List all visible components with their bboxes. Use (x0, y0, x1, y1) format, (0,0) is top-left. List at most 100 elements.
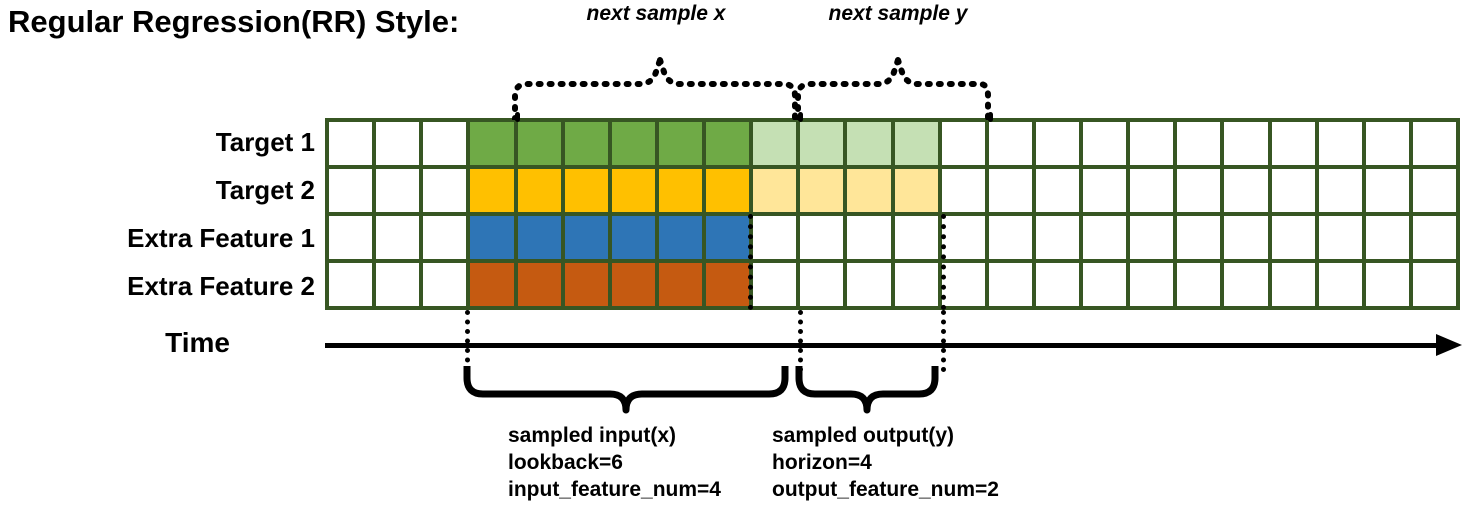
row-label-extra-feature-2: Extra Feature 2 (127, 271, 315, 301)
grid-cell-r1-c13-output (894, 122, 938, 165)
grid-cell-r3-c3-empty (423, 216, 467, 259)
grid-cell-r4-c21-empty (1271, 263, 1315, 306)
grid-cell-r3-c8-input (658, 216, 702, 259)
grid-cell-r1-c18-empty (1130, 122, 1174, 165)
grid-cell-r1-c21-empty (1271, 122, 1315, 165)
grid-cell-r3-c19-empty (1177, 216, 1221, 259)
grid-cell-r3-c4-input (470, 216, 514, 259)
grid-cell-r2-c10-output (753, 169, 797, 212)
grid-cell-r2-c5-input (517, 169, 561, 212)
grid-cell-r4-c2-empty (376, 263, 420, 306)
grid-cell-r3-c11-empty (800, 216, 844, 259)
grid-cell-r3-c1-empty (329, 216, 373, 259)
grid-cell-r4-c7-input (611, 263, 655, 306)
grid-cell-r3-c5-input (517, 216, 561, 259)
time-axis-arrowhead (1436, 334, 1462, 356)
grid-cell-r2-c21-empty (1271, 169, 1315, 212)
grid-cell-r1-c15-empty (988, 122, 1032, 165)
grid-cell-r3-c24-empty (1412, 216, 1456, 259)
grid-cell-r4-c3-empty (423, 263, 467, 306)
grid-cell-r3-c18-empty (1130, 216, 1174, 259)
grid-cell-r3-c17-empty (1083, 216, 1127, 259)
grid-cell-r2-c23-empty (1365, 169, 1409, 212)
row-label-target-1: Target 1 (215, 127, 315, 157)
grid-cell-r3-c12-empty (847, 216, 891, 259)
guide-line-bracket-y-right (988, 112, 993, 122)
grid-cell-r2-c15-empty (988, 169, 1032, 212)
grid-cell-r4-c11-empty (800, 263, 844, 306)
grid-cell-r2-c7-input (611, 169, 655, 212)
grid-cell-r2-c14-empty (941, 169, 985, 212)
brace-label-input-line-3: input_feature_num=4 (508, 478, 721, 501)
grid-cell-r4-c14-empty (941, 263, 985, 306)
grid-cell-r4-c20-empty (1224, 263, 1268, 306)
grid-cell-r4-c10-empty (753, 263, 797, 306)
top-bracket-label-next-sample-x: next sample x (586, 2, 726, 25)
grid-cell-r1-c11-output (800, 122, 844, 165)
grid-cell-r2-c18-empty (1130, 169, 1174, 212)
grid-cell-r3-c22-empty (1318, 216, 1362, 259)
grid-cell-r1-c9-input (706, 122, 750, 165)
grid-cell-r1-c20-empty (1224, 122, 1268, 165)
grid-cell-r1-c12-output (847, 122, 891, 165)
brace-label-output-line-3: output_feature_num=2 (772, 478, 999, 501)
grid-cell-r3-c2-empty (376, 216, 420, 259)
grid-cell-r1-c8-input (658, 122, 702, 165)
grid-cell-r4-c6-input (564, 263, 608, 306)
grid-cell-r4-c16-empty (1035, 263, 1079, 306)
grid-cell-r2-c4-input (470, 169, 514, 212)
grid-cell-r4-c15-empty (988, 263, 1032, 306)
grid-cell-r3-c23-empty (1365, 216, 1409, 259)
top-bracket-label-next-sample-y: next sample y (828, 2, 968, 25)
grid-cell-r3-c7-input (611, 216, 655, 259)
grid-cell-r4-c12-empty (847, 263, 891, 306)
grid-cell-r4-c8-input (658, 263, 702, 306)
grid-cell-r1-c3-empty (423, 122, 467, 165)
grid-cell-r2-c8-input (658, 169, 702, 212)
grid-cell-r2-c6-input (564, 169, 608, 212)
top-bracket-next-sample-x (512, 57, 798, 120)
bottom-brace-sampled-output (795, 366, 939, 414)
grid-cell-r1-c10-output (753, 122, 797, 165)
grid-cell-r3-c14-empty (941, 216, 985, 259)
grid-cell-r3-c20-empty (1224, 216, 1268, 259)
grid-cell-r1-c1-empty (329, 122, 373, 165)
brace-label-input-line-1: sampled input(x) (508, 424, 677, 447)
grid-cell-r4-c1-empty (329, 263, 373, 306)
grid-cell-r2-c1-empty (329, 169, 373, 212)
time-axis-label: Time (165, 327, 230, 358)
grid-cell-r1-c14-empty (941, 122, 985, 165)
grid-cell-r1-c24-empty (1412, 122, 1456, 165)
guide-line-bracket-x-left (515, 112, 520, 122)
guide-line-feature-cutoff (748, 214, 753, 310)
grid-cell-r3-c15-empty (988, 216, 1032, 259)
grid-cell-r1-c23-empty (1365, 122, 1409, 165)
grid-cell-r2-c20-empty (1224, 169, 1268, 212)
top-bracket-next-sample-y (795, 57, 991, 120)
grid-cell-r1-c22-empty (1318, 122, 1362, 165)
grid-cell-r1-c2-empty (376, 122, 420, 165)
grid-cell-r3-c13-empty (894, 216, 938, 259)
grid-cell-r4-c4-input (470, 263, 514, 306)
grid-cell-r1-c6-input (564, 122, 608, 165)
grid-cell-r3-c10-empty (753, 216, 797, 259)
grid-cell-r2-c22-empty (1318, 169, 1362, 212)
grid-cell-r4-c24-empty (1412, 263, 1456, 306)
brace-label-output-line-2: horizon=4 (772, 451, 872, 474)
grid-cell-r4-c17-empty (1083, 263, 1127, 306)
grid-cell-r1-c5-input (517, 122, 561, 165)
grid-cell-r4-c22-empty (1318, 263, 1362, 306)
grid-cell-r1-c7-input (611, 122, 655, 165)
grid-cell-r2-c13-output (894, 169, 938, 212)
grid-cell-r2-c9-input (706, 169, 750, 212)
grid-cell-r3-c9-input (706, 216, 750, 259)
bottom-brace-sampled-input (463, 366, 789, 414)
grid-cell-r3-c6-input (564, 216, 608, 259)
grid-cell-r2-c16-empty (1035, 169, 1079, 212)
brace-label-sampled-output: sampled output(y) horizon=4 output_featu… (772, 422, 999, 503)
grid-cell-r2-c11-output (800, 169, 844, 212)
row-label-target-2: Target 2 (215, 175, 315, 205)
grid-cell-r1-c19-empty (1177, 122, 1221, 165)
grid-cell-r1-c4-input (470, 122, 514, 165)
